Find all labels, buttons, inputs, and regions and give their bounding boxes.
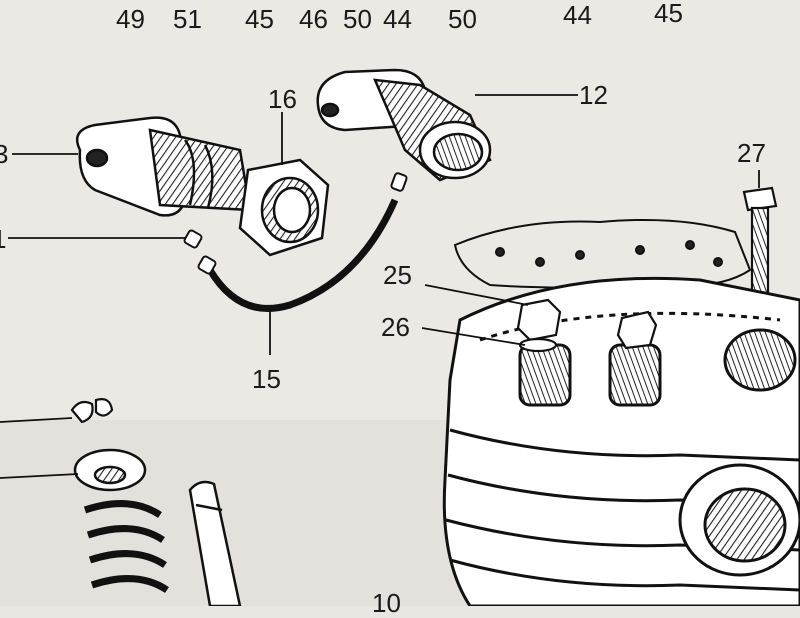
valve-collets	[70, 398, 114, 424]
valve-spring	[83, 500, 169, 593]
callout-3: 3	[0, 139, 9, 169]
callout-27: 27	[737, 138, 766, 168]
part-15-hose	[183, 172, 408, 312]
callout-16: 16	[268, 84, 297, 114]
callout-10: 10	[372, 588, 401, 618]
callout-15: 15	[252, 364, 281, 394]
top-label-45: 45	[245, 4, 274, 34]
callout-25: 25	[383, 260, 412, 290]
part-12-outlet-flange	[316, 68, 492, 182]
part-25-bolt	[516, 298, 658, 353]
top-label-44: 44	[383, 4, 412, 34]
head-gasket	[453, 219, 752, 289]
leader-lines	[0, 94, 760, 479]
part-16-hex-nut	[238, 158, 330, 257]
cylinder-head	[442, 276, 800, 606]
valve-stem	[188, 480, 242, 606]
callout-26: 26	[381, 312, 410, 342]
top-label-51: 51	[173, 4, 202, 34]
top-label-45b: 45	[654, 0, 683, 28]
callout-1: 1	[0, 226, 6, 252]
valve-spring-cap	[73, 448, 147, 492]
top-label-49: 49	[116, 4, 145, 34]
top-label-46: 46	[299, 4, 328, 34]
top-label-44b: 44	[563, 0, 592, 30]
callout-12: 12	[579, 80, 608, 110]
top-label-50: 50	[343, 4, 372, 34]
top-label-50b: 50	[448, 4, 477, 34]
